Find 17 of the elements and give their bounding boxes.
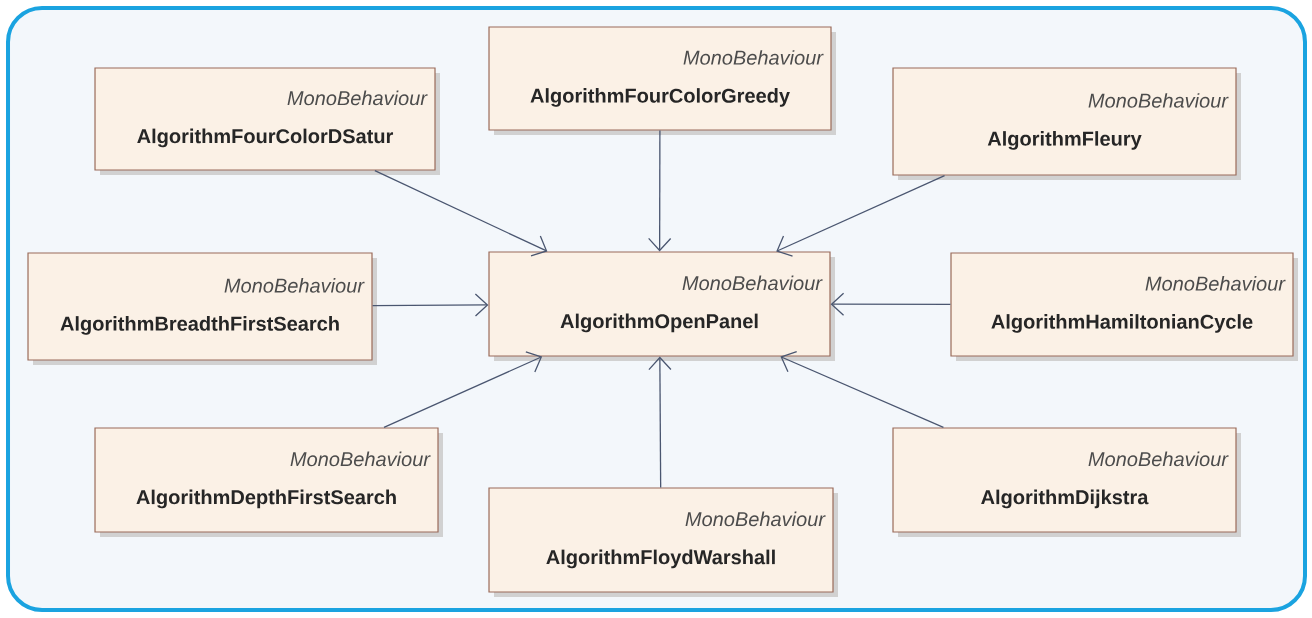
arrow bbox=[648, 356, 672, 489]
class-box: MonoBehaviour AlgorithmFourColorGreedy bbox=[488, 26, 836, 135]
class-box: MonoBehaviour AlgorithmFleury bbox=[892, 67, 1241, 180]
arrow bbox=[780, 351, 945, 429]
class-box: MonoBehaviour AlgorithmDijkstra bbox=[892, 427, 1241, 537]
class-box: MonoBehaviour AlgorithmDepthFirstSearch bbox=[94, 427, 443, 537]
arrow bbox=[374, 169, 548, 257]
class-box: MonoBehaviour AlgorithmFloydWarshall bbox=[488, 487, 838, 597]
arrow bbox=[648, 129, 672, 252]
arrow bbox=[776, 174, 946, 257]
class-box: MonoBehaviour AlgorithmFourColorDSatur bbox=[94, 67, 440, 175]
arrow bbox=[371, 293, 489, 317]
class-box: MonoBehaviour AlgorithmOpenPanel bbox=[488, 251, 835, 361]
class-box: MonoBehaviour AlgorithmBreadthFirstSearch bbox=[27, 252, 377, 365]
arrow bbox=[383, 351, 543, 429]
class-box: MonoBehaviour AlgorithmHamiltonianCycle bbox=[950, 252, 1298, 361]
arrow bbox=[830, 292, 952, 316]
